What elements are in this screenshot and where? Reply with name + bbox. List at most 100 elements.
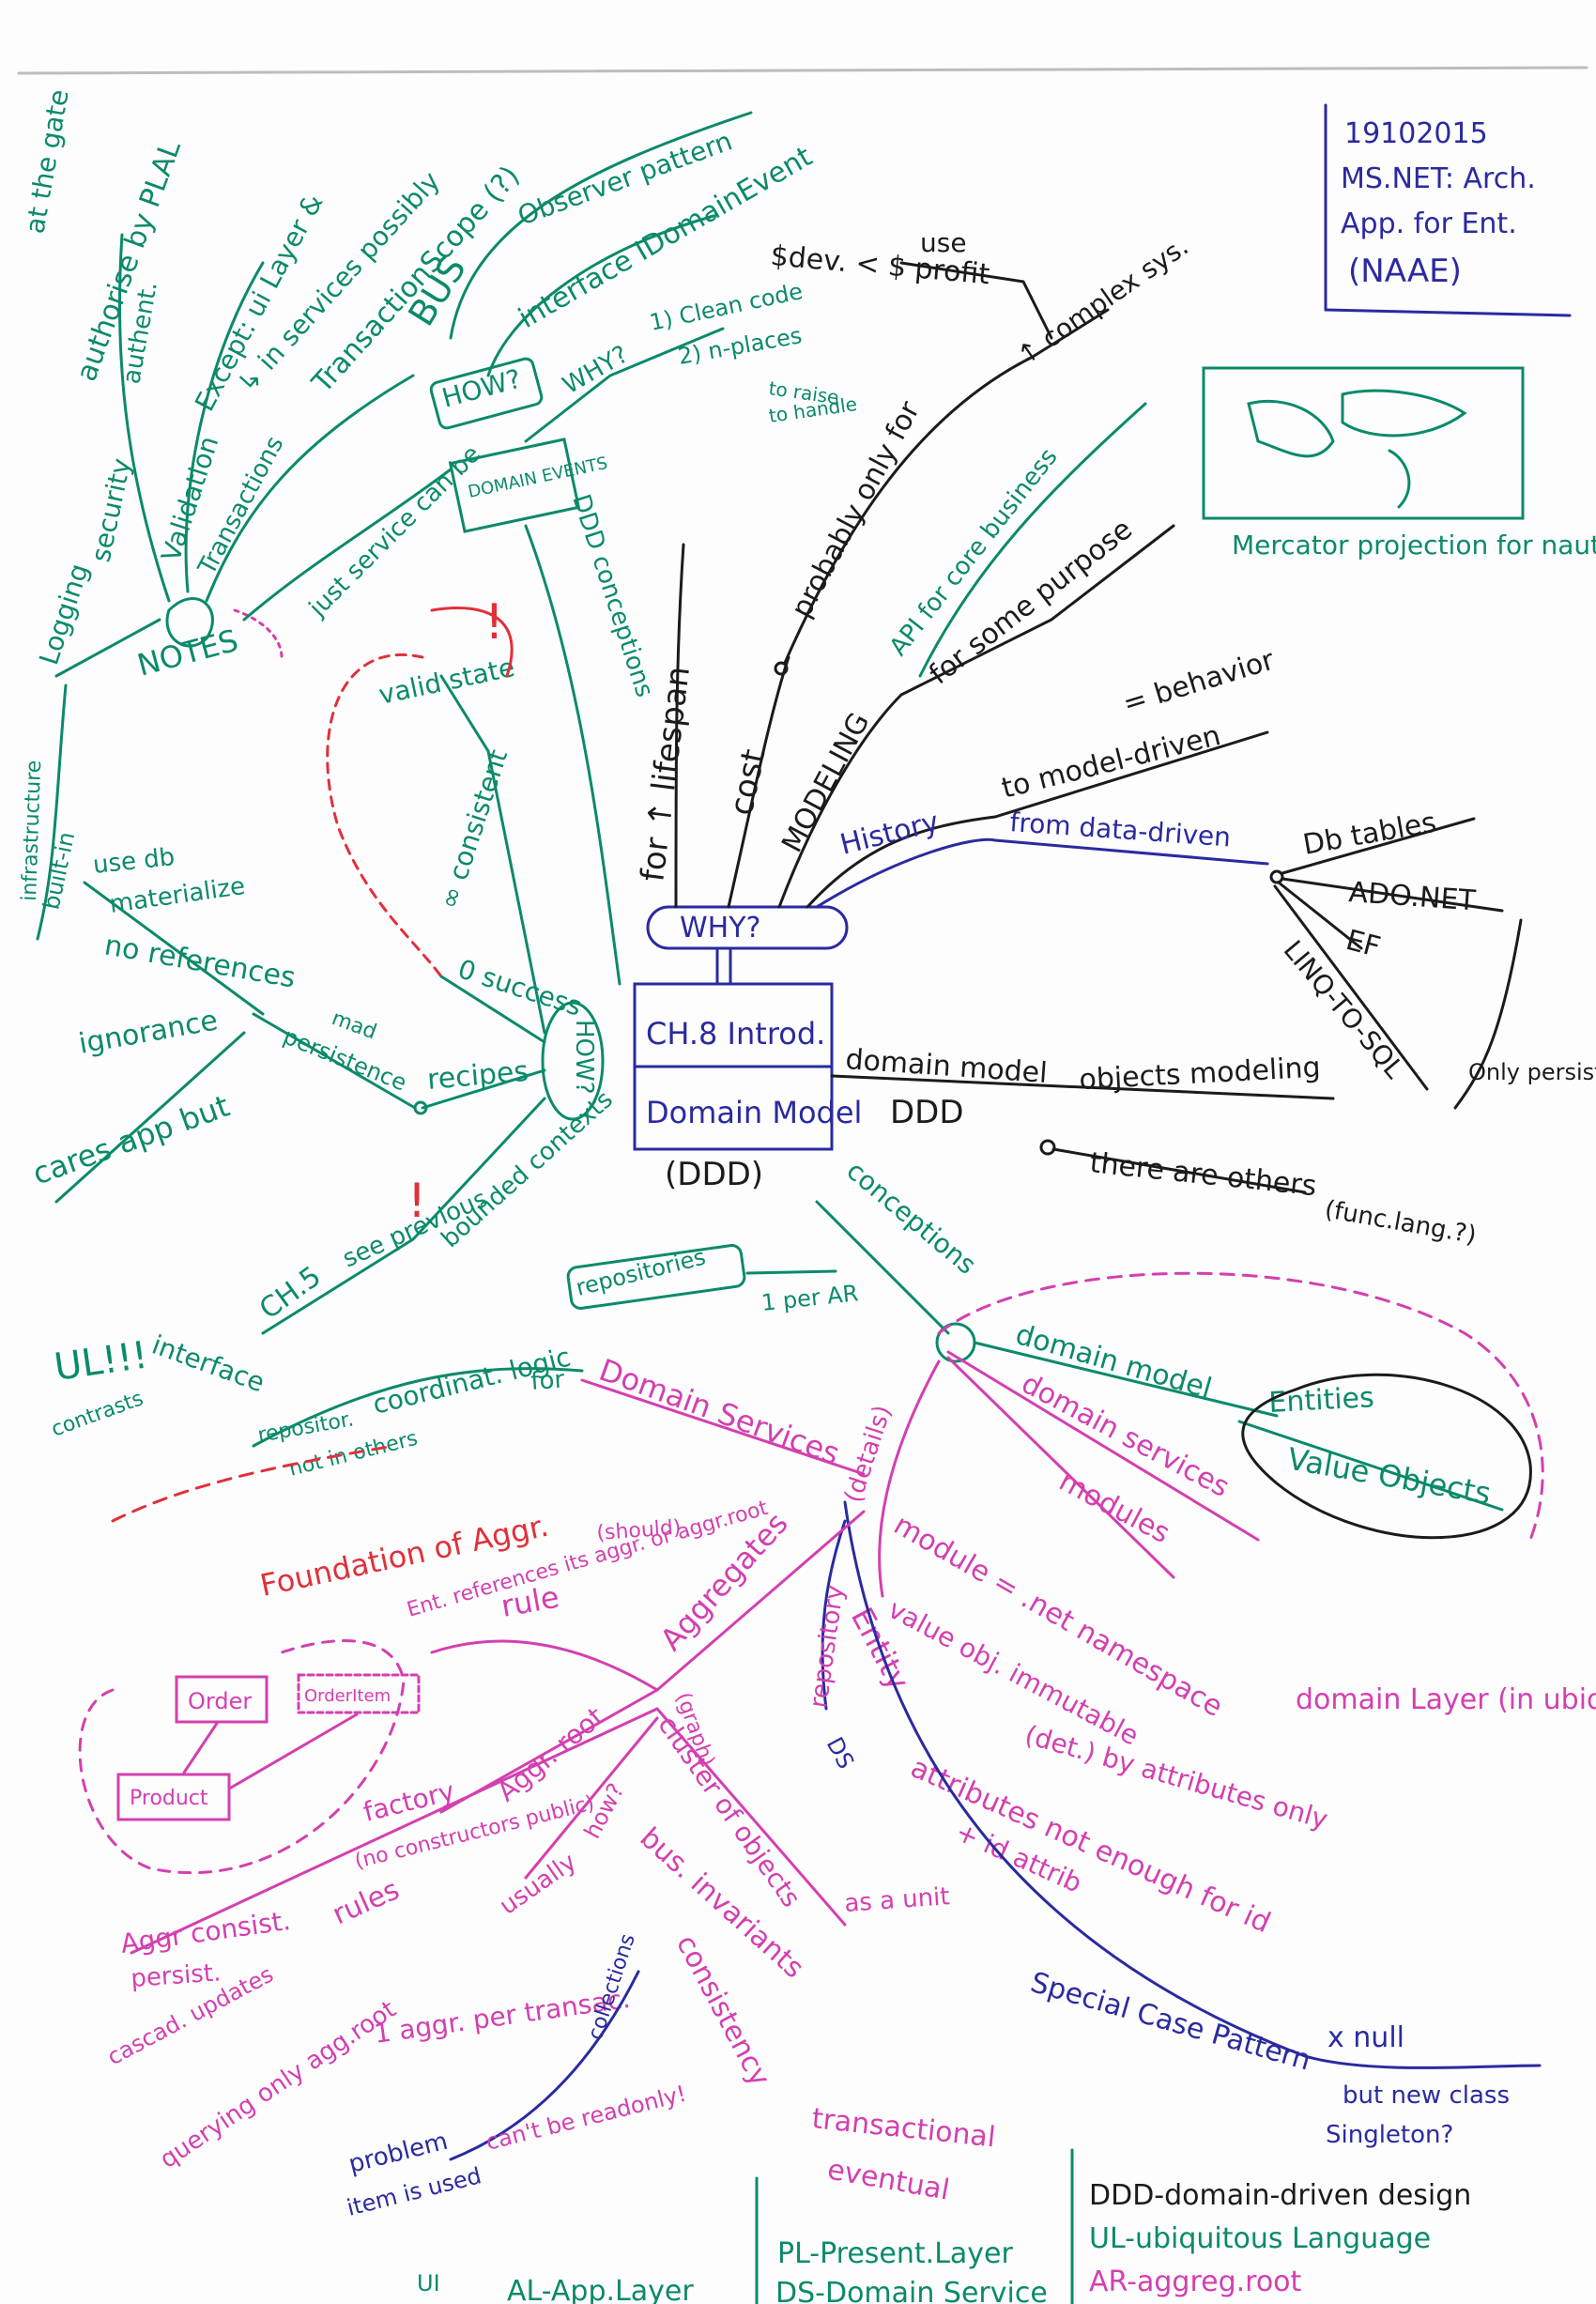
- corner-note: 19102015 MS.NET: Arch. App. for Ent. (NA…: [1324, 103, 1572, 317]
- how-exclaim-1: !: [484, 594, 504, 651]
- ddd-domain-model: domain model: [844, 1043, 1048, 1090]
- svc-for: for: [529, 1366, 565, 1396]
- center-why: WHY?: [680, 912, 760, 945]
- conc-x-null: x null: [1327, 2021, 1404, 2054]
- conc-entities: Entities: [1268, 1381, 1375, 1420]
- notes-security: security: [85, 455, 138, 564]
- svc-contrasts: contrasts: [49, 1387, 147, 1441]
- legend-ui: UI: [417, 2270, 440, 2296]
- legend-ds: DS-Domain Service: [775, 2277, 1048, 2304]
- agg-as-a-unit: as a unit: [843, 1882, 950, 1918]
- ddd-label: DDD: [890, 1094, 964, 1131]
- svc-per-ar: 1 per AR: [760, 1280, 860, 1316]
- notes-infrastructure: infrastructure: [18, 760, 46, 901]
- corner-code: (NAAE): [1348, 253, 1462, 290]
- how-recipes: recipes: [426, 1055, 530, 1097]
- corner-course2: App. for Ent.: [1341, 207, 1517, 240]
- how-no-references: no references: [102, 929, 299, 994]
- aggregates-branch: Foundation of Aggr. (should) Ent. refere…: [78, 1444, 997, 2221]
- center-sub: (DDD): [665, 1156, 763, 1193]
- how-materialize: materialize: [108, 872, 247, 919]
- why-only-persist: Only persist. model: [1468, 1059, 1596, 1085]
- legend-ar: AR-aggreg.root: [1089, 2266, 1302, 2298]
- how-mad: mad: [329, 1006, 379, 1044]
- legend-ul: UL-ubiquitous Language: [1089, 2222, 1431, 2255]
- services-branch: UL!!! contrasts interface repositor. coo…: [49, 1244, 898, 1507]
- svc-ul: UL!!!: [52, 1333, 150, 1389]
- why-behavior: = behavior: [1119, 643, 1279, 720]
- agg-cant-be: can't be readonly!: [483, 2081, 689, 2156]
- legend-pl: PL-Present.Layer: [777, 2237, 1014, 2270]
- how-exclaim-2: !: [407, 1174, 426, 1228]
- notes-just-service: just service can be: [303, 440, 486, 623]
- legend: UI AL-App.Layer PL-Present.Layer DS-Doma…: [417, 2148, 1471, 2304]
- agg-persist: persist.: [130, 1958, 222, 1993]
- center-title-1: CH.8 Introd.: [646, 1016, 825, 1052]
- why-use: use: [920, 227, 967, 258]
- agg-product: Product: [130, 1787, 208, 1810]
- why-probably: probably only for: [785, 395, 927, 623]
- notes-at-the-gate: at the gate: [19, 87, 74, 236]
- agg-rules: rules: [328, 1873, 405, 1931]
- how-success: 0 success: [454, 953, 586, 1021]
- corner-course: MS.NET: Arch.: [1341, 162, 1536, 195]
- agg-consist: Aggr consist.: [118, 1905, 292, 1959]
- conc-repository: repository: [805, 1584, 850, 1710]
- why-lifespan: for ↑ lifespan: [634, 665, 698, 883]
- why-complex: ↑ complex sys.: [1011, 231, 1194, 372]
- agg-usually: usually: [495, 1848, 582, 1921]
- how-use-db: use db: [92, 843, 176, 880]
- agg-transactional: transactional: [810, 2102, 997, 2154]
- center-title-2: Domain Model: [646, 1095, 862, 1130]
- why-db-tables: Db tables: [1300, 806, 1438, 862]
- how-valid: valid state: [376, 652, 518, 711]
- how-consistent: ∞ consistent: [433, 745, 514, 913]
- agg-aggr-root: Aggr. root: [491, 1701, 610, 1808]
- why-cost: cost: [723, 746, 774, 819]
- agg-problem: problem: [345, 2127, 451, 2179]
- how-branch: valid state ∞ consistent ! 0 success rec…: [28, 594, 619, 1335]
- conc-value-objects: Value Objects: [1285, 1440, 1494, 1511]
- paper-top-edge: [17, 66, 1588, 75]
- how-ignorance: ignorance: [76, 1004, 220, 1060]
- svc-domain-services: Domain Services: [594, 1352, 844, 1472]
- conc-new-class: but new class: [1343, 2081, 1510, 2110]
- why-data-driven: from data-driven: [1009, 806, 1233, 852]
- conc-singleton: Singleton?: [1326, 2121, 1453, 2149]
- agg-eventual: eventual: [825, 2153, 952, 2206]
- conc-label: conceptions: [841, 1155, 983, 1281]
- how-bounded: bounded contexts: [437, 1085, 619, 1253]
- how-cares-app: cares app but: [28, 1088, 234, 1192]
- notes-label: NOTES: [133, 622, 241, 684]
- why-purpose: for some purpose: [923, 513, 1138, 691]
- why-model-driven: to model-driven: [998, 719, 1223, 806]
- agg-order-item: OrderItem: [304, 1686, 391, 1706]
- svc-repositor: repositor.: [256, 1407, 356, 1448]
- corner-date: 19102015: [1344, 117, 1488, 150]
- conc-domain-layer: domain Layer (in ubiquitous lang.): [1296, 1683, 1596, 1716]
- notes-built-in: built-in: [38, 830, 80, 913]
- conc-value-obj: value obj. immutable: [883, 1593, 1144, 1752]
- map-sketch: [1202, 366, 1525, 520]
- conceptions-branch: conceptions domain model Entities Value …: [805, 1155, 1596, 2149]
- legend-ddd: DDD-domain-driven design: [1089, 2179, 1471, 2212]
- center-node: CH.8 Introd. Domain Model (DDD) WHY? HOW…: [541, 905, 862, 1193]
- agg-factory: factory: [361, 1775, 458, 1828]
- center-how: HOW?: [570, 1020, 598, 1095]
- conc-ds: DS: [821, 1733, 860, 1774]
- notes-branch: NOTES Logging built-in infrastructure se…: [18, 87, 527, 941]
- why-mercator: Mercator projection for nautical: [1232, 530, 1596, 561]
- de-ddd-conceptions: DDD conceptions: [566, 491, 658, 700]
- ddd-there-others: there are others: [1088, 1146, 1318, 1203]
- agg-order: Order: [188, 1688, 252, 1714]
- why-ado: ADO.NET: [1347, 876, 1477, 917]
- legend-al: AL-App.Layer: [507, 2275, 694, 2304]
- notes-logging: Logging: [33, 560, 95, 668]
- ddd-objects-modeling: objects modeling: [1079, 1052, 1322, 1097]
- de-n-places: 2) n-places: [676, 322, 804, 370]
- conc-special-case: Special Case Pattern: [1027, 1966, 1314, 2078]
- ddd-func-lang: (func.lang.?): [1323, 1195, 1479, 1250]
- why-branch: for ↑ lifespan cost probably only for ↑ …: [634, 227, 1596, 1110]
- svc-interface: interface: [148, 1329, 269, 1399]
